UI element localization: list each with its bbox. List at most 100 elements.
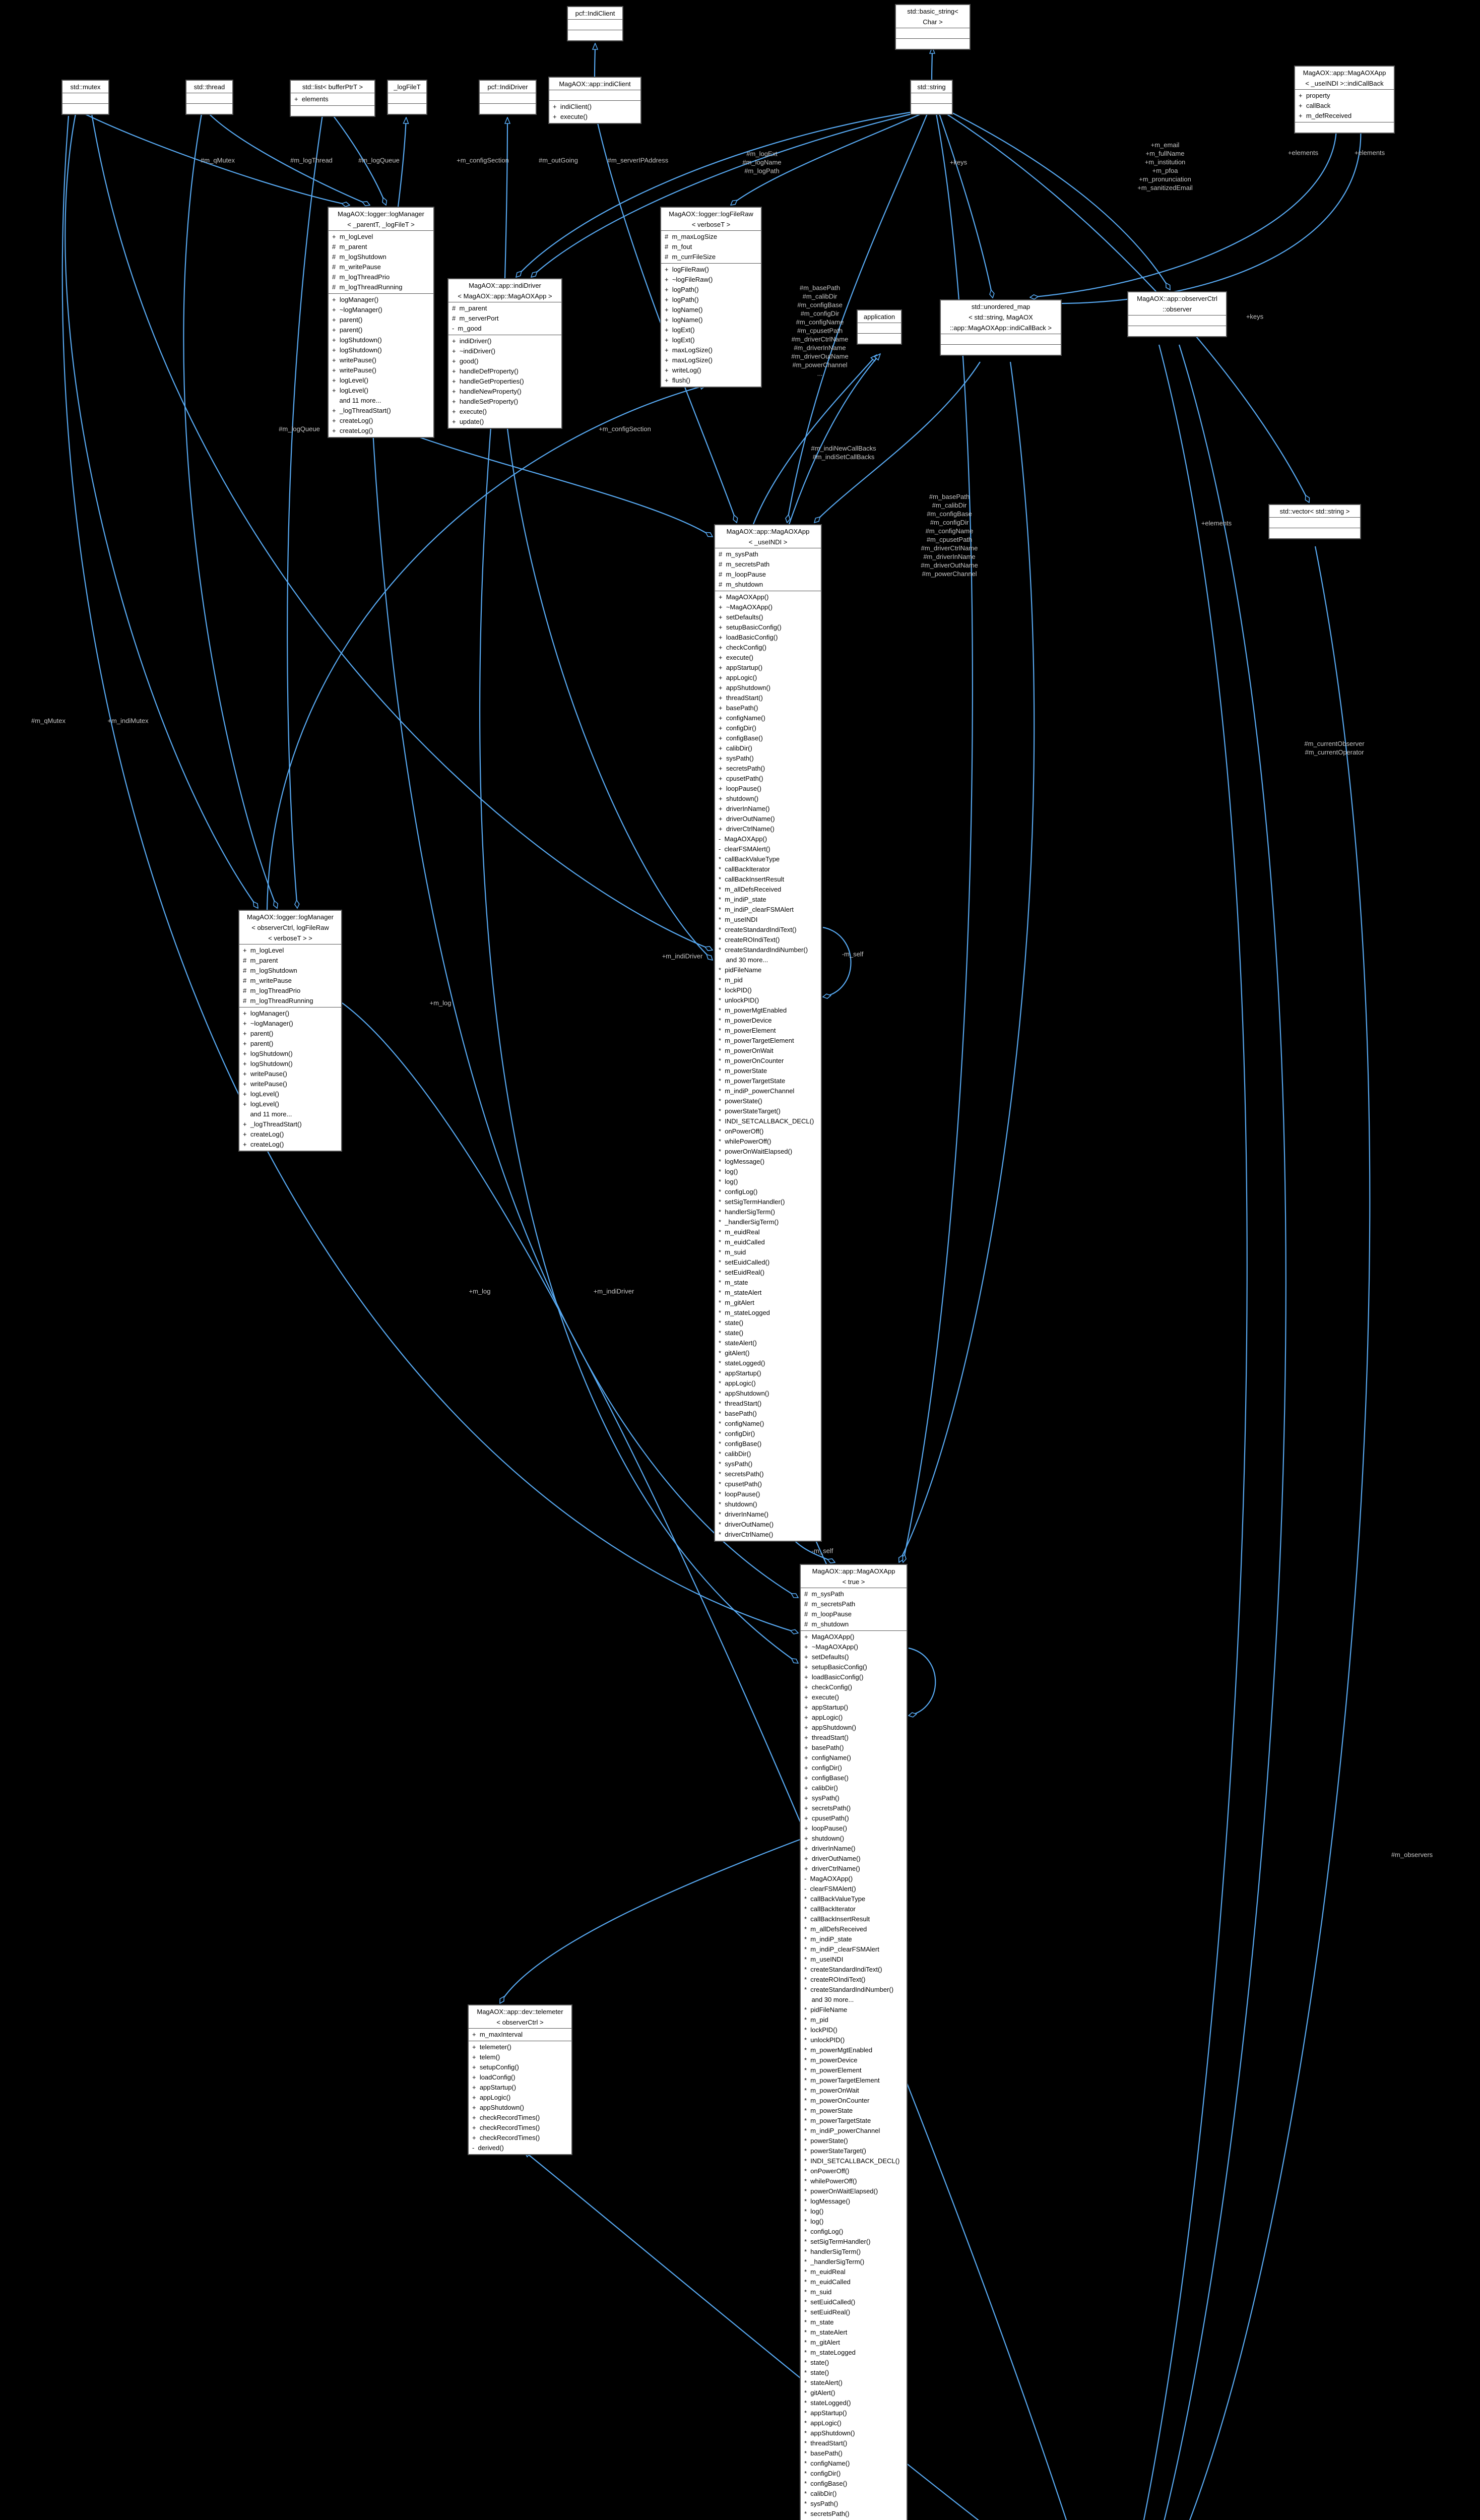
member-row: * handlerSigTerm() [719,1208,775,1216]
member-row: # m_writePause [243,977,292,984]
member-row: * setSigTermHandler() [719,1198,785,1206]
class-box-logfileraw[interactable]: MagAOX::logger::logFileRaw< verboseT ># … [660,207,762,388]
member-row: * handlerSigTerm() [804,2248,861,2255]
member-row: + shutdown() [804,1835,845,1842]
class-box-magaoxapp-useindi[interactable]: MagAOX::app::MagAOXApp< _useINDI ># m_sy… [714,524,822,1542]
member-row: * m_stateAlert [719,1289,762,1296]
relation-edge [372,431,798,1598]
attributes-compartment [186,93,232,103]
member-row: + createLog() [332,417,373,424]
member-row: + parent() [332,316,363,324]
relation-edge [909,1647,936,1716]
class-title-line: ::observer [1163,305,1192,313]
member-row: * m_indiP_state [719,896,766,903]
class-box-std-thread[interactable]: std::thread [185,80,233,115]
class-title-line: MagAOX::logger::logFileRaw [669,210,753,218]
class-box-pcf-indidriver[interactable]: pcf::IndiDriver [479,80,537,115]
relation-edge [524,2151,979,2520]
edge-label: +m_indiDriver [662,952,703,960]
member-row: + _logThreadStart() [243,1120,302,1128]
member-row: + configName() [804,1754,851,1761]
class-box-std-vector-string[interactable]: std::vector< std::string > [1268,504,1361,539]
member-row: * callBackIterator [804,1905,856,1913]
relation-edge [1164,344,1286,2520]
member-row: * m_powerOnCounter [719,1057,784,1064]
member-row: + shutdown() [719,795,759,802]
member-row: and 30 more... [719,956,768,964]
member-row: - MagAOXApp() [719,835,767,843]
member-row: - m_good [452,325,482,332]
class-box-logmanager-generic[interactable]: MagAOX::logger::logManager< _parentT, _l… [328,207,434,438]
member-row: + parent() [243,1040,274,1047]
attributes-compartment: + m_maxInterval [469,2028,571,2041]
member-row: + logName() [665,306,703,313]
member-row: * stateLogged() [804,2399,851,2407]
member-row: * m_powerElement [804,2066,862,2074]
member-row: * stateLogged() [719,1359,765,1367]
member-row: + ~MagAOXApp() [804,1643,858,1651]
methods-compartment [1269,528,1360,538]
member-row: + logName() [665,316,703,324]
attributes-compartment [480,93,536,103]
class-box-std-mutex[interactable]: std::mutex [61,80,109,115]
class-box-magaox-indiclient[interactable]: MagAOX::app::indiClient+ indiClient()+ e… [548,77,641,124]
member-row: + appShutdown() [804,1724,856,1731]
class-title-line: std::vector< std::string > [1279,508,1350,515]
member-row: * setEuidReal() [719,1269,765,1276]
class-box-logfilet[interactable]: _logFileT [387,80,427,115]
member-row: * log() [804,2218,824,2225]
class-box-std-basic-string[interactable]: std::basic_string<Char > [895,4,971,50]
member-row: * powerStateTarget() [804,2147,866,2155]
member-row: + ~MagAOXApp() [719,603,773,611]
member-row: + writePause() [332,356,376,364]
class-box-magaoxapp-true[interactable]: MagAOX::app::MagAOXApp< true ># m_sysPat… [800,1564,908,2520]
class-box-indicallback[interactable]: MagAOX::app::MagAOXApp< _useINDI >::indi… [1294,66,1395,134]
member-row: + loadBasicConfig() [804,1673,864,1681]
member-row: - MagAOXApp() [804,1875,853,1882]
member-row: * m_gitAlert [719,1299,754,1306]
member-row: + writeLog() [665,366,701,374]
class-title: pcf::IndiClient [568,7,622,19]
member-row: * _handlerSigTerm() [719,1218,779,1226]
member-row: * calibDir() [804,2490,837,2497]
member-row: * setEuidCalled() [719,1258,770,1266]
class-box-telemeter[interactable]: MagAOX::app::dev::telemeter< observerCtr… [468,2004,572,2155]
member-row: # m_parent [452,304,487,312]
class-box-application[interactable]: application [857,309,902,345]
member-row: + logPath() [665,286,699,293]
edge-label: +m_log [429,999,452,1007]
member-row: * appLogic() [719,1379,756,1387]
class-title-line: std::unordered_map [971,303,1031,310]
member-row: + createLog() [243,1130,284,1138]
relation-edge [787,113,928,523]
edge-label: #m_observers [1391,1851,1433,1859]
member-row: * lockPID() [719,986,752,994]
class-box-logmanager-observerctrl[interactable]: MagAOX::logger::logManager< observerCtrl… [238,910,342,1152]
class-box-std-list-bufferptrt[interactable]: std::list< bufferPtrT >+ elements [290,80,375,117]
member-row: + appShutdown() [472,2104,524,2111]
member-row: * configLog() [804,2228,844,2235]
class-title-line: < _useINDI > [748,538,788,546]
member-row: * secretsPath() [719,1470,764,1478]
class-box-observer[interactable]: MagAOX::app::observerCtrl::observer [1127,291,1227,337]
member-row: * m_indiP_state [804,1935,852,1943]
member-row: + configDir() [719,724,756,732]
class-title-line: std::mutex [70,83,101,91]
class-title-line: MagAOX::app::MagAOXApp [812,1567,895,1575]
class-box-magaox-indidriver[interactable]: MagAOX::app::indiDriver< MagAOX::app::Ma… [447,278,562,429]
edge-label: -m_self [842,950,864,958]
member-row: + logLevel() [243,1100,279,1108]
member-row: * log() [719,1168,738,1175]
class-title-line: _logFileT [394,83,421,91]
attributes-compartment [1128,315,1226,326]
class-box-std-string[interactable]: std::string [910,80,953,115]
class-box-pcf-indiclient[interactable]: pcf::IndiClient [567,6,623,41]
class-box-unordered-map[interactable]: std::unordered_map< std::string, MagAOX:… [940,299,1062,356]
methods-compartment: + MagAOXApp()+ ~MagAOXApp()+ setDefaults… [801,1630,907,2520]
member-row: * logMessage() [804,2197,851,2205]
member-row: and 11 more... [243,1110,292,1118]
member-row: * createStandardIndiText() [719,926,797,933]
member-row: + driverInName() [804,1845,856,1852]
member-row: # m_logThreadPrio [243,987,301,994]
member-row: * m_indiP_clearFSMAlert [719,906,794,913]
